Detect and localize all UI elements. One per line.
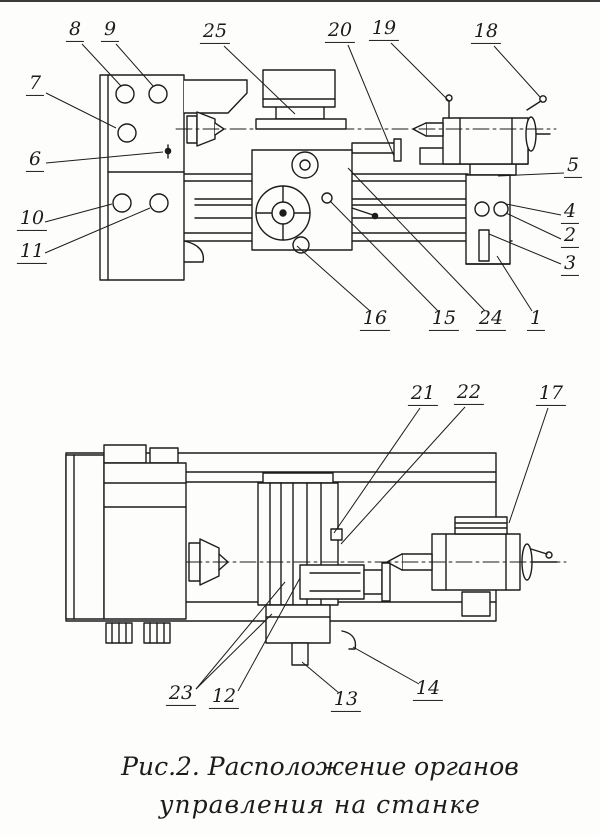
knob-11 <box>150 194 168 212</box>
callout-label-10: 10 <box>16 208 48 231</box>
tailstock-handwheel <box>526 117 536 151</box>
caption-line-2: управления на станке <box>159 790 481 819</box>
callout-label-7: 7 <box>25 73 45 96</box>
callout-label-25: 25 <box>199 21 231 44</box>
tailstock-front <box>413 95 550 164</box>
bed-end-bracket <box>466 163 516 264</box>
feed-stop-bracket <box>352 139 401 161</box>
apron-top <box>300 563 390 601</box>
figure-caption: Рис.2. Расположение органов управления н… <box>110 752 530 819</box>
callout-label-14: 14 <box>412 678 444 701</box>
callout-label-17: 17 <box>535 383 567 406</box>
headstock-top <box>104 445 186 619</box>
switch-6 <box>165 148 170 153</box>
callout-label-5: 5 <box>563 155 583 178</box>
caption-line-1: Рис.2. Расположение органов <box>121 752 519 781</box>
lathe-front-view <box>0 2 600 362</box>
callout-label-16: 16 <box>359 308 391 331</box>
callout-label-20: 20 <box>324 20 356 43</box>
base-left <box>66 455 104 619</box>
callout-label-6: 6 <box>25 149 45 172</box>
callout-label-15: 15 <box>428 308 460 331</box>
callout-label-9: 9 <box>100 19 120 42</box>
callout-label-18: 18 <box>470 21 502 44</box>
spindle-cover <box>184 80 247 113</box>
cross-slide-handle <box>292 152 318 178</box>
lathe-top-view <box>0 387 600 717</box>
crank-18 <box>527 101 541 110</box>
callout-label-24: 24 <box>475 308 507 331</box>
callout-label-12: 12 <box>208 686 240 709</box>
knob-9 <box>149 85 167 103</box>
headstock-front <box>100 75 184 280</box>
callout-label-11: 11 <box>16 241 48 264</box>
callout-label-2: 2 <box>560 225 580 248</box>
callout-label-4: 4 <box>560 201 580 224</box>
callout-label-23: 23 <box>165 683 197 706</box>
drain-cock-14 <box>342 631 355 649</box>
callout-label-22: 22 <box>453 382 485 405</box>
carriage-front <box>252 70 378 253</box>
rest-17 <box>455 517 507 534</box>
callout-label-13: 13 <box>330 689 362 712</box>
knob-15 <box>322 193 332 203</box>
tab-13 <box>292 643 308 665</box>
motor-block <box>462 592 490 616</box>
base-feet <box>106 623 170 643</box>
callout-label-8: 8 <box>65 19 85 42</box>
callout-label-1: 1 <box>526 308 546 331</box>
callout-label-3: 3 <box>560 253 580 276</box>
knob-7 <box>118 124 136 142</box>
stop-21-22 <box>331 529 342 540</box>
callout-label-21: 21 <box>407 383 439 406</box>
callout-label-19: 19 <box>368 18 400 41</box>
top-slide-25 <box>276 106 324 119</box>
